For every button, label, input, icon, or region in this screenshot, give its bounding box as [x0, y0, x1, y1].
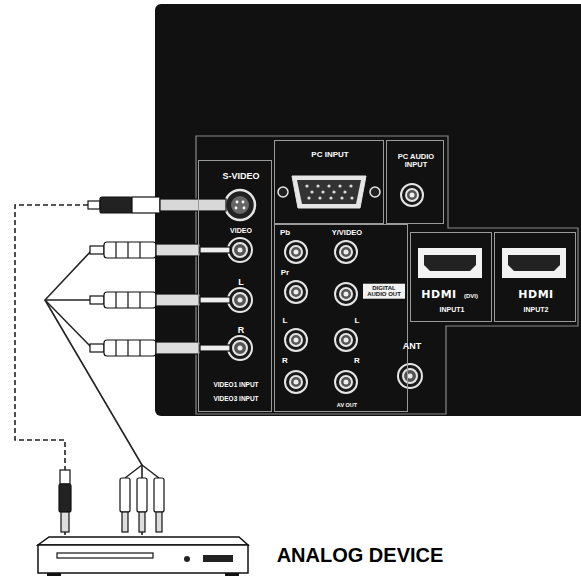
vga-connector: [278, 176, 380, 208]
connector-label: R: [238, 326, 245, 335]
connector-label: AV OUT: [337, 403, 357, 409]
cable-branch: [45, 300, 92, 348]
analog-device: ANALOG DEVICE: [35, 535, 250, 577]
tv-housing: [155, 4, 581, 416]
connector-label: Y/VIDEO: [332, 229, 362, 237]
connector-label: L: [238, 278, 244, 287]
connector-label: R: [282, 357, 288, 365]
hdmi-panel: HDMI INPUT2: [494, 232, 576, 322]
connector-label: L: [355, 317, 360, 325]
hdmi-ports: [418, 248, 566, 278]
connector-label: INPUT1: [440, 306, 465, 313]
av-cable: [45, 250, 198, 535]
connector-label: Pb: [280, 229, 290, 237]
connector-label: S-VIDEO: [222, 172, 259, 181]
connector-label: PC AUDIO INPUT: [392, 153, 440, 169]
connector-label: PC INPUT: [311, 151, 348, 159]
connector-label: VIDEO3 INPUT: [213, 396, 258, 403]
connector-label: VIDEO: [230, 227, 252, 234]
pc-audio-panel: PC AUDIO INPUT: [386, 140, 444, 224]
connector-label: DIGITAL AUDIO OUT: [363, 284, 405, 299]
connector-label: R: [354, 357, 360, 365]
port-label: ANT: [403, 341, 422, 351]
rca-jacks: [228, 184, 423, 393]
connector-frame: [196, 136, 578, 414]
connector-label: INPUT2: [524, 306, 549, 313]
connector-label: L: [283, 317, 288, 325]
pc-input-panel: PC INPUT: [274, 140, 384, 224]
connector-label: (DVI): [464, 293, 478, 299]
device-outline: [35, 535, 250, 577]
device-plugs: [59, 465, 164, 532]
s-video-jack: [225, 190, 255, 220]
connector-label: ANALOG DEVICE: [277, 545, 444, 566]
connector-label: VIDEO1 INPUT: [213, 382, 258, 389]
connector-label: HDMI: [421, 289, 456, 301]
input-panel: S-VIDEO VIDEO L R VIDEO1 INPUT VIDEO3 INPUT: [198, 160, 272, 412]
connector-label: HDMI: [518, 289, 553, 301]
s-video-plug: [88, 197, 226, 213]
av-panel: Pb Y/VIDEO PrDIGITAL AUDIO OUT L L R R AV OUT: [274, 224, 408, 412]
hdmi-panel: HDMI (DVI) INPUT1: [410, 232, 492, 322]
rca-plugs: [90, 242, 230, 356]
connector-label: Pr: [281, 269, 289, 277]
